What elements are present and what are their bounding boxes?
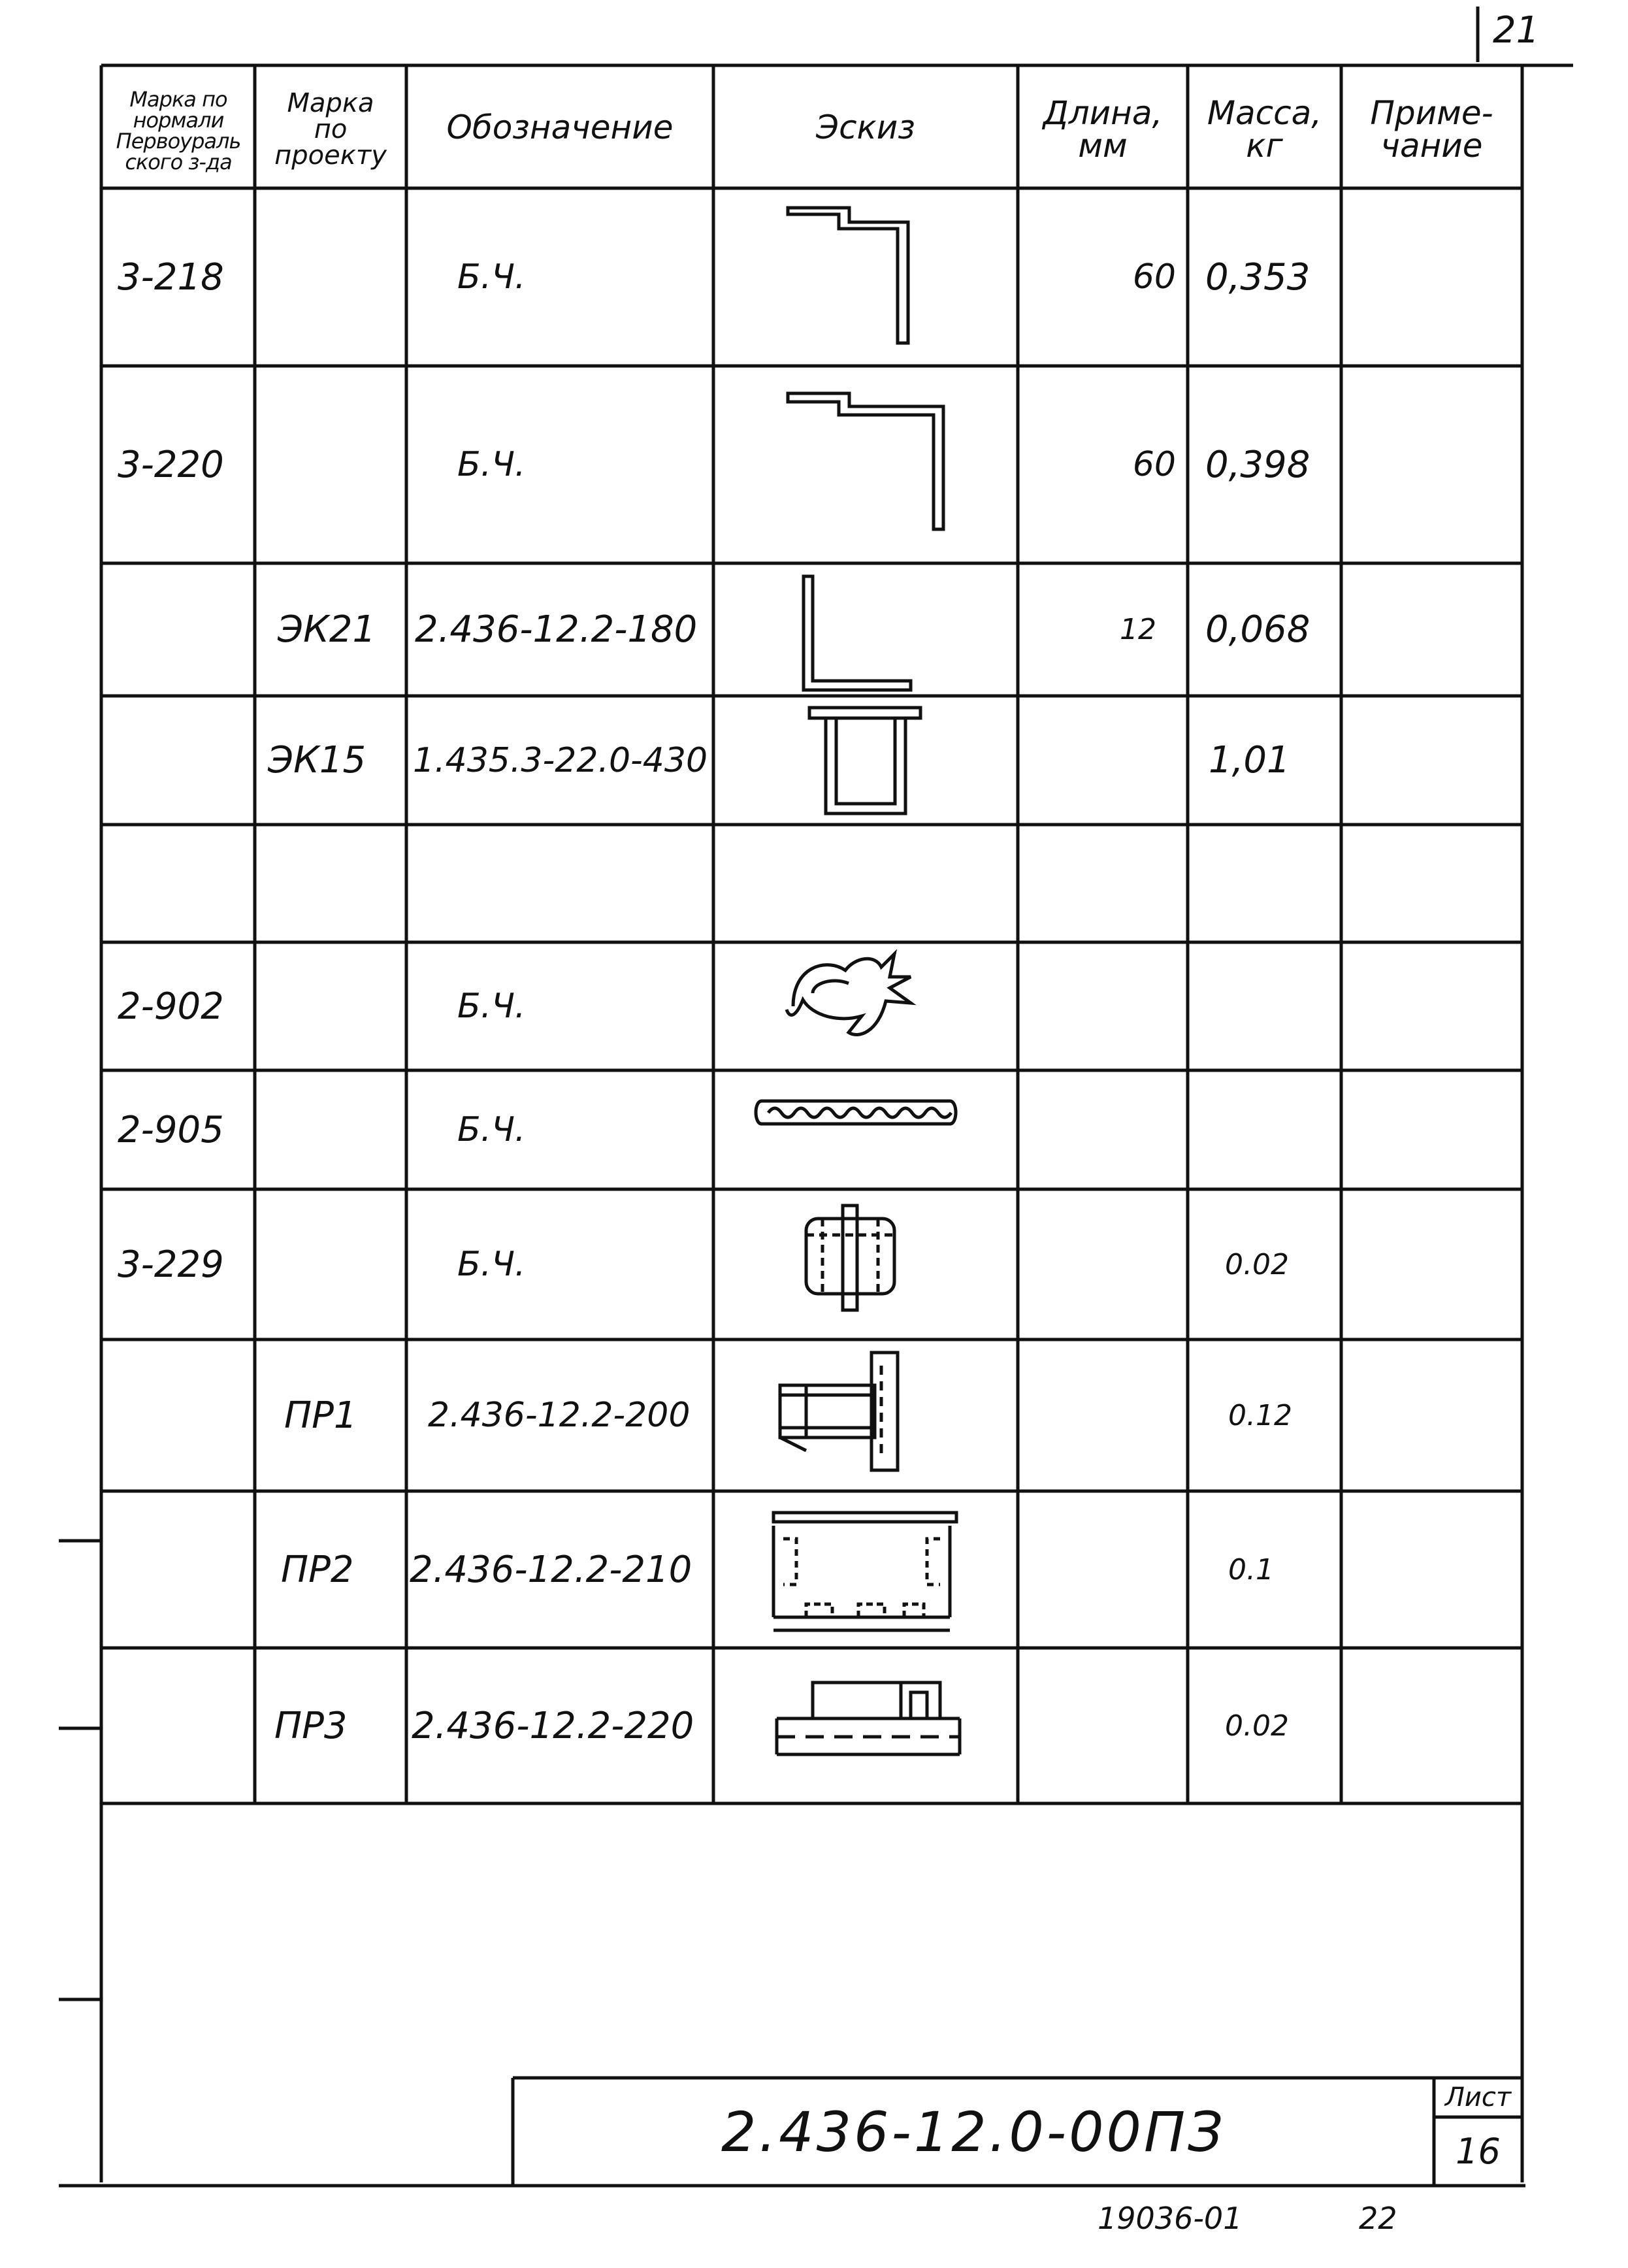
row4-mass: 1,01 (1209, 739, 1290, 781)
row6-designation: Б.Ч. (457, 987, 526, 1026)
row10-project: ПР2 (281, 1548, 354, 1591)
row3-mass: 0,068 (1205, 608, 1311, 651)
row3-project: ЭК21 (278, 608, 376, 651)
row10-designation: 2.436-12.2-210 (410, 1548, 692, 1591)
sketches-column (754, 206, 962, 1756)
row2-designation: Б.Ч. (457, 445, 526, 484)
row11-project: ПР3 (274, 1704, 348, 1747)
header-designation: Обозначение (446, 108, 674, 146)
header-project-line2: по (314, 114, 348, 144)
row3-designation: 2.436-12.2-180 (415, 608, 698, 651)
header-norm-line1: Марка по (129, 87, 227, 112)
header-project-mark: Марка по проекту (256, 72, 405, 186)
pr2-sketch (772, 1511, 958, 1632)
z-bracket-sketch-2 (786, 391, 945, 531)
spring-sketch (754, 1099, 958, 1126)
clip-sketch (785, 949, 917, 1036)
page-number: 21 (1493, 8, 1540, 52)
header-sketch: Эскиз (816, 108, 915, 146)
row11-designation: 2.436-12.2-220 (412, 1704, 694, 1747)
header-norm-line2: нормали (133, 108, 225, 133)
row8-mass: 0.02 (1225, 1247, 1289, 1281)
sheet-number: 16 (1456, 2130, 1501, 2172)
row1-length: 60 (1132, 257, 1176, 297)
header-norm-line3: Первоураль (116, 129, 242, 154)
header-length: Длина, мм (1019, 72, 1186, 186)
pr3-sketch (775, 1681, 962, 1756)
header-norm-line4: ского з-да (125, 150, 232, 174)
row8-designation: Б.Ч. (457, 1245, 526, 1284)
document-code: 2.436-12.0-00ПЗ (721, 2099, 1226, 2164)
z-bracket-sketch-1 (786, 206, 910, 345)
header-note: Приме- чание (1343, 72, 1521, 186)
row1-designation: Б.Ч. (457, 257, 526, 297)
row9-project: ПР1 (284, 1394, 357, 1437)
header-mass-line2: кг (1246, 126, 1283, 165)
header-project-line3: проекту (274, 140, 387, 171)
row9-designation: 2.436-12.2-200 (428, 1396, 691, 1435)
row3-length: 12 (1120, 613, 1156, 646)
row6-norm: 2-902 (118, 985, 224, 1028)
row10-mass: 0.1 (1228, 1553, 1274, 1586)
row1-mass: 0,353 (1205, 255, 1311, 299)
row8-norm: 3-229 (118, 1243, 224, 1286)
header-mass-line1: Масса, (1207, 93, 1322, 132)
row2-length: 60 (1132, 445, 1176, 484)
header-norm-mark: Марка по нормали Первоураль ского з-да (103, 75, 253, 186)
header-note-line2: чание (1380, 126, 1483, 165)
row7-norm: 2-905 (118, 1108, 224, 1151)
header-length-line2: мм (1078, 126, 1128, 165)
header-mass: Масса, кг (1189, 72, 1340, 186)
header-note-line1: Приме- (1370, 93, 1493, 132)
row9-mass: 0.12 (1228, 1398, 1292, 1432)
row4-project: ЭК15 (268, 739, 366, 781)
sheet-label: Лист (1444, 2082, 1512, 2112)
u-clamp-sketch (807, 706, 922, 815)
row2-mass: 0,398 (1205, 443, 1311, 486)
row1-norm: 3-218 (118, 255, 224, 299)
pr1-sketch (778, 1351, 900, 1472)
header-project-line1: Марка (287, 88, 374, 118)
angle-sketch (802, 574, 913, 692)
row11-mass: 0.02 (1225, 1709, 1289, 1743)
footer-page: 22 (1359, 2201, 1397, 2236)
row4-designation: 1.435.3-22.0-430 (413, 740, 708, 780)
header-length-line1: Длина, (1043, 93, 1163, 132)
bushing-sketch (804, 1204, 896, 1312)
archive-number: 19036-01 (1098, 2201, 1243, 2236)
row7-designation: Б.Ч. (457, 1110, 526, 1149)
row2-norm: 3-220 (118, 443, 224, 486)
